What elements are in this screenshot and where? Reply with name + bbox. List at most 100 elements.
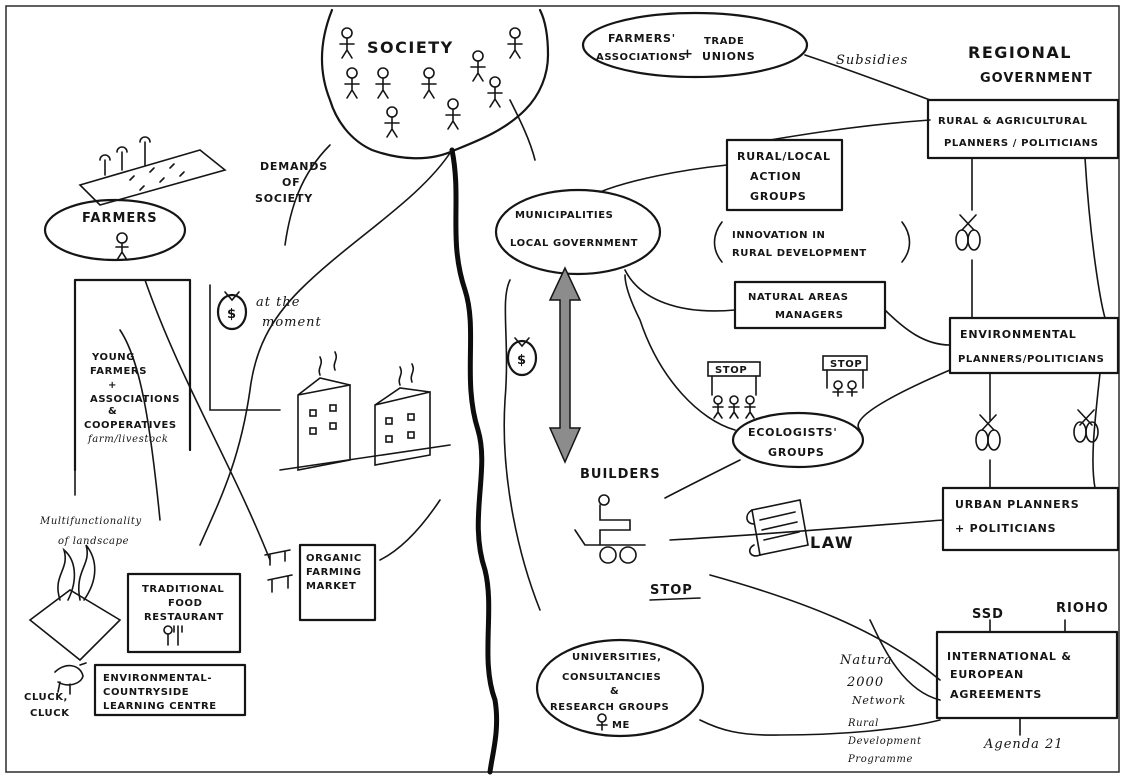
organic-line-3: MARKET bbox=[306, 581, 356, 592]
multifunctionality-line-2: of landscape bbox=[58, 536, 129, 547]
rural-dev-line-2: Development bbox=[847, 736, 922, 747]
person-icon bbox=[421, 67, 437, 99]
money-symbol: $ bbox=[227, 307, 237, 322]
rural-dev-line-1: Rural bbox=[847, 718, 879, 729]
protesters-right bbox=[822, 355, 868, 397]
person-icon bbox=[344, 67, 360, 99]
rural-planners-line-1: RURAL & AGRICULTURAL bbox=[938, 116, 1088, 127]
international-node: INTERNATIONAL & EUROPEAN AGREEMENTS bbox=[935, 630, 1119, 720]
uni-line-3: & bbox=[610, 686, 619, 697]
organic-line-2: FARMING bbox=[306, 567, 362, 578]
right-connectors bbox=[503, 54, 1106, 736]
cluck-line-2: CLUCK bbox=[30, 708, 70, 719]
young-farmers-line-6: COOPERATIVES bbox=[84, 420, 177, 431]
farmer-person-icon bbox=[115, 232, 129, 261]
demands-line-2: OF bbox=[282, 176, 300, 189]
multifunctionality-line-1: Multifunctionality bbox=[39, 516, 142, 527]
person-icon bbox=[384, 106, 400, 138]
learning-line-3: LEARNING CENTRE bbox=[103, 701, 217, 712]
rural-planners-line-2: PLANNERS / POLITICIANS bbox=[944, 138, 1099, 149]
farmers-label: FARMERS bbox=[82, 211, 158, 226]
money-flow-arrow bbox=[548, 266, 582, 464]
fa-line-4: TRADE bbox=[704, 36, 744, 47]
uni-line-5: ME bbox=[612, 720, 630, 731]
young-farmers-line-7: farm/livestock bbox=[87, 434, 169, 445]
person-icon bbox=[339, 27, 355, 59]
fa-line-1: FARMERS' bbox=[608, 32, 676, 45]
natura-line-2: 2000 bbox=[846, 675, 884, 690]
urban-line-1: URBAN PLANNERS bbox=[955, 498, 1079, 511]
natural-line-2: MANAGERS bbox=[775, 310, 844, 321]
landscape-sketch bbox=[28, 544, 122, 662]
scissors-icon bbox=[1073, 409, 1099, 443]
law-scroll-icon bbox=[746, 499, 809, 557]
young-farmers-line-4: ASSOCIATIONS bbox=[90, 394, 180, 405]
young-farmers-line-5: & bbox=[108, 406, 117, 417]
municipalities-line-1: MUNICIPALITIES bbox=[515, 210, 613, 221]
intl-line-1: INTERNATIONAL & bbox=[947, 650, 1072, 663]
regional-gov-line-2: GOVERNMENT bbox=[980, 71, 1093, 86]
rural-planners-node: RURAL & AGRICULTURAL PLANNERS / POLITICI… bbox=[926, 98, 1120, 160]
river-divider bbox=[449, 147, 500, 775]
chicken-icon bbox=[54, 662, 87, 695]
municipalities-node: MUNICIPALITIES LOCAL GOVERNMENT bbox=[494, 188, 662, 276]
demands-line-3: SOCIETY bbox=[255, 192, 313, 205]
restaurant-node: TRADITIONAL FOOD RESTAURANT bbox=[126, 572, 242, 654]
left-connectors bbox=[74, 144, 453, 561]
money-bag-right: $ bbox=[506, 337, 538, 377]
fa-line-2: ASSOCIATIONS bbox=[596, 52, 686, 63]
ecologists-line-2: GROUPS bbox=[768, 446, 825, 459]
organic-line-1: ORGANIC bbox=[306, 553, 362, 564]
me-person-icon bbox=[596, 713, 608, 731]
organic-market-node: ORGANIC FARMING MARKET bbox=[264, 543, 377, 622]
stop-label: STOP bbox=[650, 583, 693, 598]
young-farmers-line-3: + bbox=[108, 380, 117, 391]
innovation-line-1: INNOVATION IN bbox=[732, 230, 826, 241]
fa-line-5: UNIONS bbox=[702, 50, 756, 63]
money-bag-left: $ bbox=[216, 291, 248, 331]
cutlery-icon bbox=[163, 625, 183, 646]
env-line-1: ENVIRONMENTAL bbox=[960, 328, 1077, 341]
person-icon bbox=[470, 50, 486, 82]
innovation-node: INNOVATION IN RURAL DEVELOPMENT bbox=[713, 221, 911, 263]
scissors-icon bbox=[975, 414, 1001, 451]
law-label: LAW bbox=[810, 533, 854, 552]
farmers-node: FARMERS bbox=[43, 198, 187, 262]
natura-line-1: Natura bbox=[839, 653, 893, 668]
restaurant-line-1: TRADITIONAL bbox=[142, 584, 224, 595]
bulldozer-icon bbox=[574, 494, 646, 564]
person-icon bbox=[507, 27, 523, 59]
rioho-label: RIOHO bbox=[1056, 601, 1109, 616]
intl-line-2: EUROPEAN bbox=[950, 668, 1024, 681]
stick-figures-society bbox=[339, 27, 523, 138]
young-farmers-node: YOUNG FARMERS + ASSOCIATIONS & COOPERATI… bbox=[73, 278, 192, 472]
env-line-2: PLANNERS/POLITICIANS bbox=[958, 354, 1104, 365]
at-the-moment-line-1: at the bbox=[256, 295, 300, 310]
young-farmers-line-1: YOUNG bbox=[91, 352, 135, 363]
farmers-associations-node: FARMERS' ASSOCIATIONS + TRADE UNIONS bbox=[581, 11, 809, 79]
action-groups-node: RURAL/LOCAL ACTION GROUPS bbox=[725, 138, 844, 212]
uni-line-1: UNIVERSITIES, bbox=[572, 652, 662, 663]
subsidies-label: Subsidies bbox=[836, 53, 908, 68]
municipalities-line-2: LOCAL GOVERNMENT bbox=[510, 238, 638, 249]
ecologists-line-1: ECOLOGISTS' bbox=[748, 426, 838, 439]
natura-line-3: Network bbox=[851, 694, 906, 707]
ecologists-node: ECOLOGISTS' GROUPS bbox=[731, 411, 865, 469]
uni-line-4: RESEARCH GROUPS bbox=[550, 702, 669, 713]
urban-line-2: + POLITICIANS bbox=[955, 522, 1056, 535]
natural-line-1: NATURAL AREAS bbox=[748, 292, 849, 303]
restaurant-line-3: RESTAURANT bbox=[144, 612, 224, 623]
stop-underline bbox=[649, 597, 701, 601]
learning-centre-node: ENVIRONMENTAL- COUNTRYSIDE LEARNING CENT… bbox=[93, 663, 247, 717]
ssd-label: SSD bbox=[972, 607, 1004, 622]
learning-line-1: ENVIRONMENTAL- bbox=[103, 673, 212, 684]
action-line-2: ACTION bbox=[750, 170, 802, 183]
rural-dev-line-3: Programme bbox=[847, 754, 913, 765]
society-label: SOCIETY bbox=[367, 38, 454, 57]
agenda-label: Agenda 21 bbox=[983, 737, 1064, 752]
restaurant-line-2: FOOD bbox=[168, 598, 203, 609]
natural-areas-node: NATURAL AREAS MANAGERS bbox=[733, 280, 887, 330]
young-farmers-line-2: FARMERS bbox=[90, 366, 147, 377]
